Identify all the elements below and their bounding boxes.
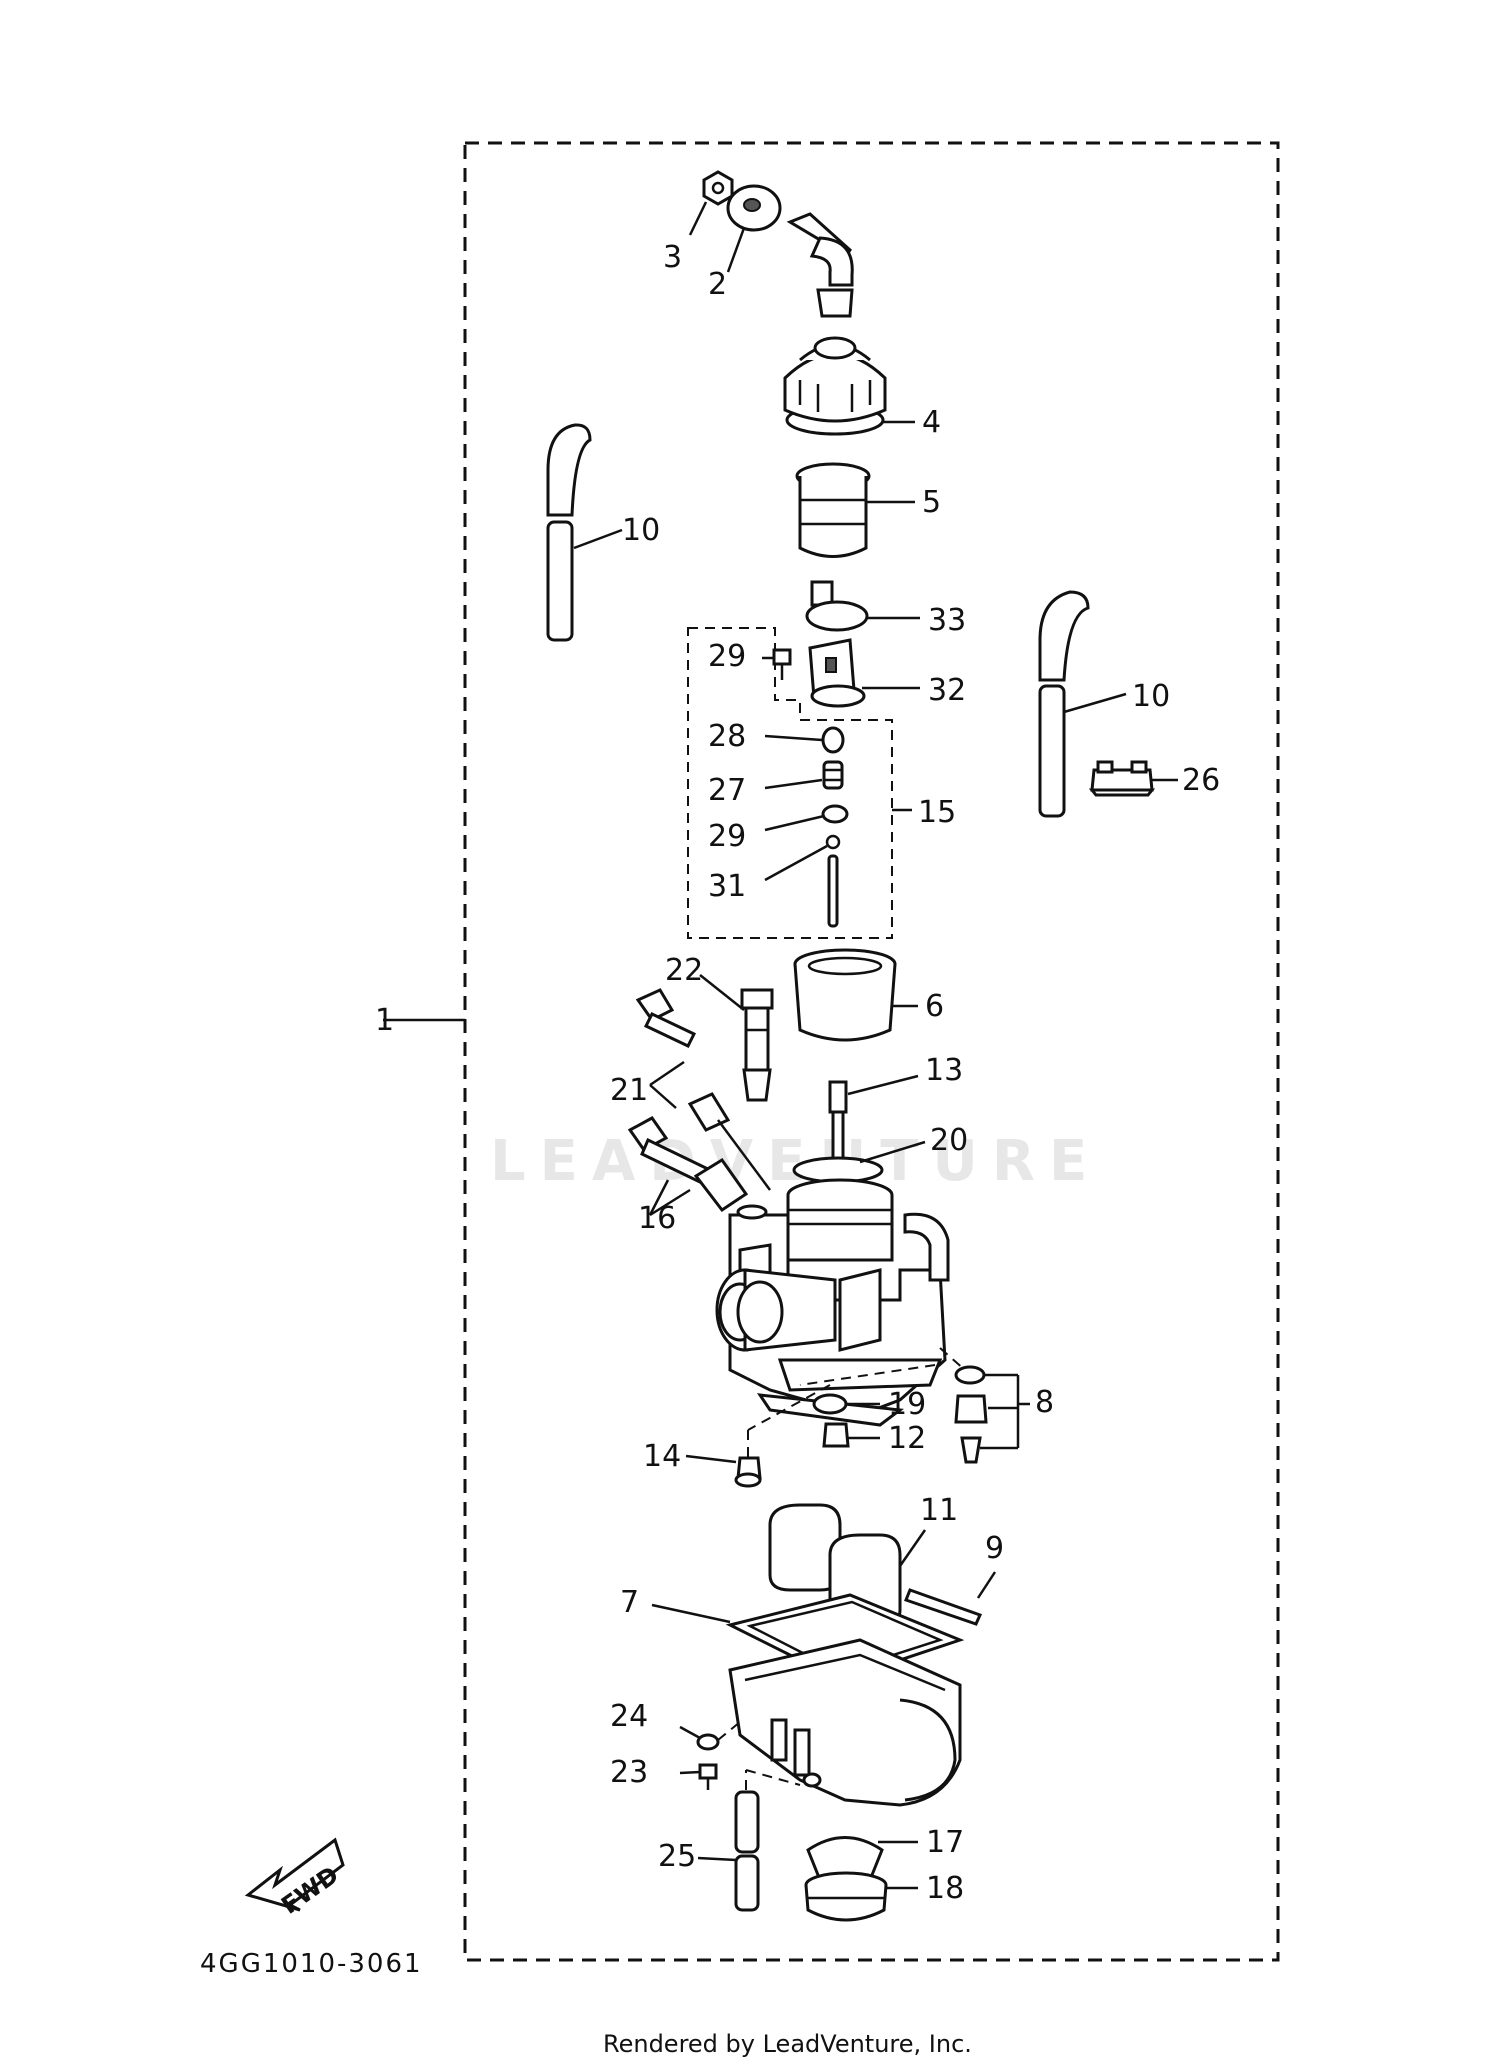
callout-17: 17 xyxy=(926,1825,964,1860)
callout-15: 15 xyxy=(918,795,956,830)
assembly-boundary xyxy=(463,141,1280,1962)
callout-22: 22 xyxy=(665,953,703,988)
carburetor-body xyxy=(715,1178,950,1427)
callout-3: 3 xyxy=(663,240,682,275)
callout-16: 16 xyxy=(638,1201,676,1236)
callout-18: 18 xyxy=(926,1871,964,1906)
part-31-needle xyxy=(764,834,841,928)
float-bowl xyxy=(728,1638,962,1807)
callout-13: 13 xyxy=(925,1053,963,1088)
callout-29: 29 xyxy=(708,819,746,854)
part-24-washer xyxy=(679,1721,741,1751)
callout-25: 25 xyxy=(658,1839,696,1874)
part-28-nut xyxy=(764,726,845,754)
part-21-screw xyxy=(635,988,772,1191)
callout-4: 4 xyxy=(922,405,941,440)
fwd-arrow-icon: FWD xyxy=(244,1837,345,1920)
callout-10-left: 10 xyxy=(622,513,660,548)
callout-26: 26 xyxy=(1182,763,1220,798)
part-27-spring xyxy=(764,760,844,790)
part-2-washer xyxy=(726,184,782,273)
part-33-clip xyxy=(805,580,920,632)
part-10-hose-left xyxy=(546,423,623,642)
part-32-holder xyxy=(808,638,920,708)
part-30-screw xyxy=(762,648,792,680)
part-29-clip xyxy=(764,804,849,832)
callout-11: 11 xyxy=(920,1493,958,1528)
part-23-screw xyxy=(679,1763,718,1790)
callout-30: 29 xyxy=(708,639,746,674)
part-22-starter-plunger xyxy=(699,974,774,1102)
part-26-clamp xyxy=(1088,760,1178,797)
part-10-hose-right xyxy=(1038,590,1127,818)
cable-elbow xyxy=(786,212,854,318)
guide-line-bowl xyxy=(799,1364,936,1386)
part-14-drain-screw xyxy=(685,1454,762,1488)
callout-23: 23 xyxy=(610,1755,648,1790)
callout-14: 14 xyxy=(643,1439,681,1474)
callout-31: 31 xyxy=(708,869,746,904)
part-4-cap xyxy=(783,336,915,436)
callout-5: 5 xyxy=(922,485,941,520)
part-12-jet xyxy=(822,1422,880,1448)
callout-33: 33 xyxy=(928,603,966,638)
callout-1: 1 xyxy=(375,1003,394,1038)
part-5-spring xyxy=(795,462,915,558)
part-3-nut xyxy=(688,170,734,236)
part-8-needle-valve-set xyxy=(954,1365,1030,1464)
watermark: LEADVENTURE xyxy=(490,1129,1101,1194)
part-11-float xyxy=(768,1503,927,1627)
part-25-hose xyxy=(697,1769,801,1912)
part-18-cap xyxy=(804,1871,918,1922)
callout-32: 32 xyxy=(928,673,966,708)
callout-2: 2 xyxy=(708,267,727,302)
part-16-throttle-stop-screw xyxy=(627,1116,749,1217)
callout-10-right: 10 xyxy=(1132,679,1170,714)
callout-28: 28 xyxy=(708,719,746,754)
callout-12: 12 xyxy=(888,1421,926,1456)
callout-7: 7 xyxy=(620,1585,639,1620)
part-19-washer xyxy=(812,1393,880,1415)
callout-20: 20 xyxy=(930,1123,968,1158)
callout-21: 21 xyxy=(610,1073,648,1108)
guide-line-14 xyxy=(747,1384,831,1431)
callout-19: 19 xyxy=(888,1387,926,1422)
part-6-throttle-valve xyxy=(793,948,918,1042)
drawing-code: 4GG1010-3061 xyxy=(200,1949,423,1979)
footer-credit: Rendered by LeadVenture, Inc. xyxy=(603,2030,972,2058)
callout-9: 9 xyxy=(985,1531,1004,1566)
part-9-pin xyxy=(904,1571,997,1626)
callout-8: 8 xyxy=(1035,1385,1054,1420)
callout-27: 27 xyxy=(708,773,746,808)
guide-line-8 xyxy=(939,1347,966,1371)
callout-6: 6 xyxy=(925,989,944,1024)
callout-24: 24 xyxy=(610,1699,648,1734)
